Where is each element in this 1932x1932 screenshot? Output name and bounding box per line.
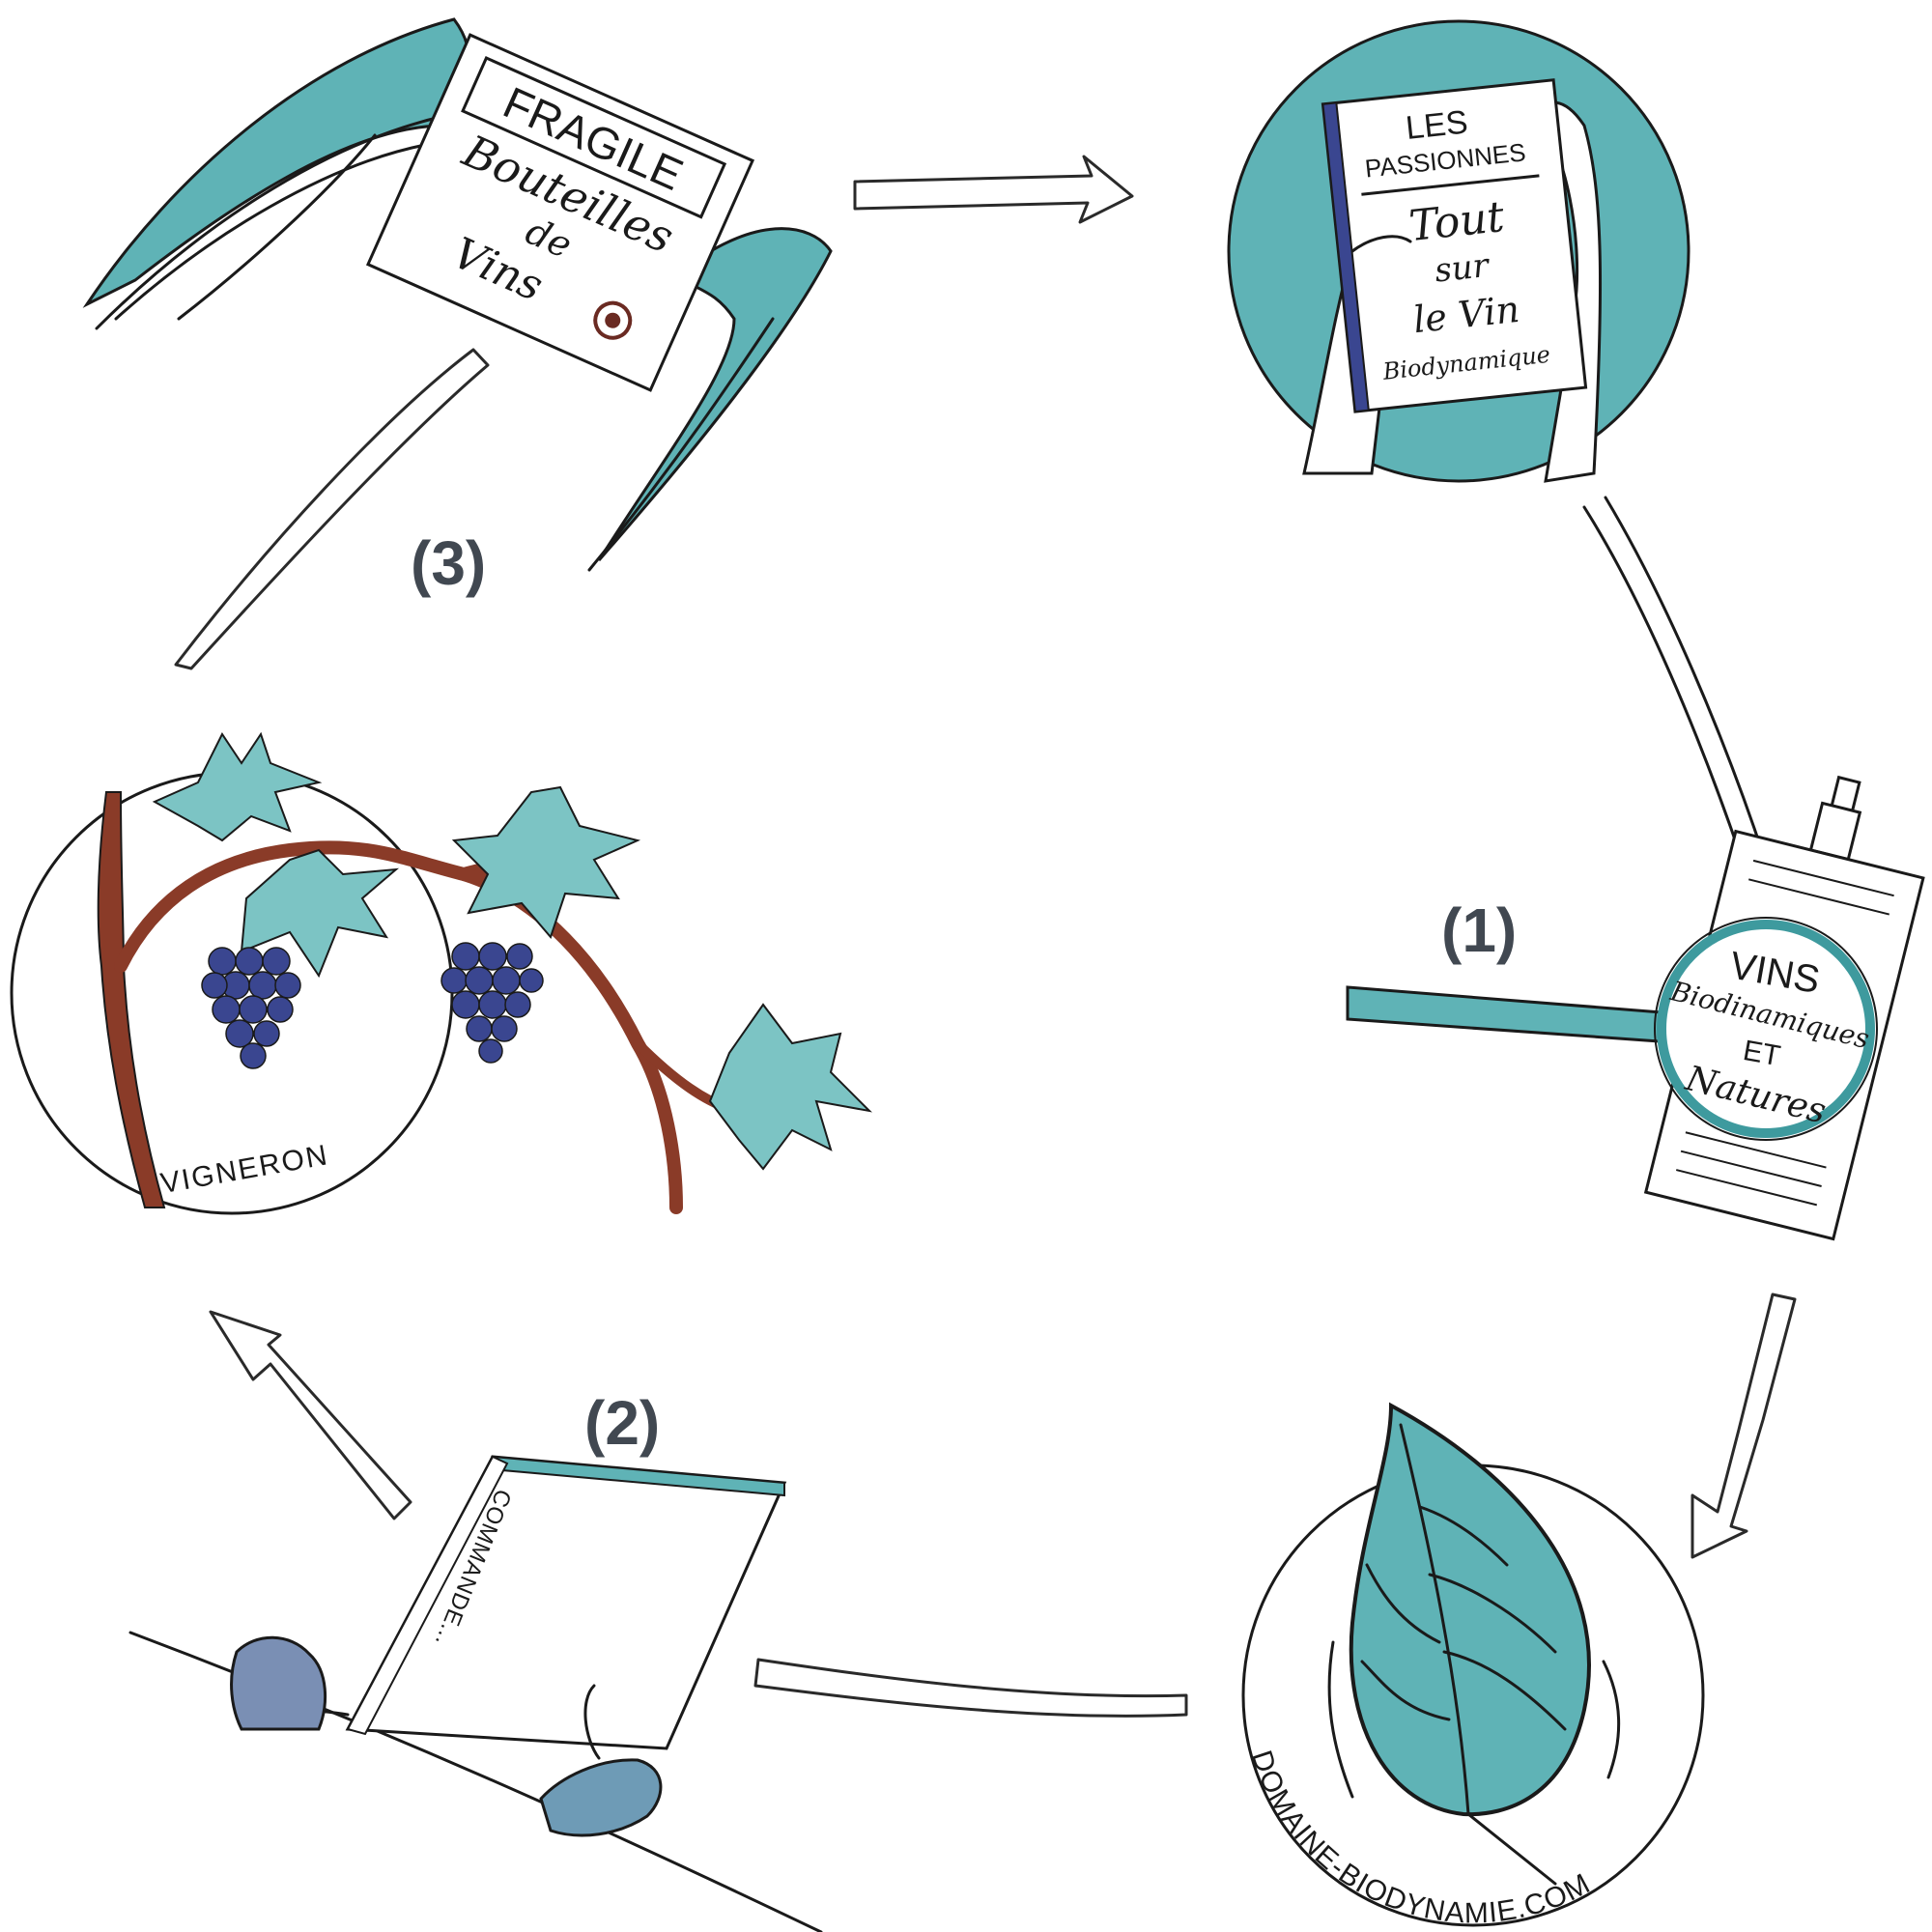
bottle-line3: ET (1741, 1035, 1782, 1072)
arrow-leaf-to-order (755, 1660, 1186, 1716)
step-label-1: (1) (1441, 895, 1517, 965)
arrow-bottle-to-leaf (1692, 1294, 1795, 1557)
order-book (348, 1457, 784, 1748)
magazine-illustration: LES PASSIONNES Tout sur le Vin Biodynami… (1229, 21, 1689, 481)
arrow-parcel-to-magazine (855, 156, 1132, 222)
magazine-line1: Tout (1406, 192, 1507, 251)
step-label-3: (3) (411, 528, 486, 598)
grape-bunch-2 (441, 943, 543, 1063)
left-shoe (232, 1637, 326, 1729)
magnifier-handle (1348, 987, 1662, 1041)
parcel-illustration: FRAGILE Bouteilles de Vins (87, 19, 831, 570)
leaf-illustration: DOMAINE-BIODYNAMIE.COM (1243, 1406, 1703, 1930)
step-label-2: (2) (584, 1388, 660, 1458)
right-shoe (541, 1760, 661, 1835)
vine-leaf-3 (454, 787, 638, 937)
magazine-line2: sur (1433, 246, 1492, 291)
arrow-vine-to-parcel (176, 350, 488, 668)
leaf-icon (1351, 1406, 1589, 1814)
vine-leaf-4 (710, 1005, 869, 1169)
magazine-title1: LES (1404, 103, 1469, 147)
vine-illustration: VIGNERON (12, 734, 869, 1213)
arrow-magazine-to-bottle (1584, 497, 1770, 879)
bottle-illustration: VINS Biodinamiques ET Natures (1348, 756, 1932, 1239)
arrow-order-to-vine (211, 1312, 411, 1519)
order-illustration: COMMANDE... (130, 1457, 821, 1932)
